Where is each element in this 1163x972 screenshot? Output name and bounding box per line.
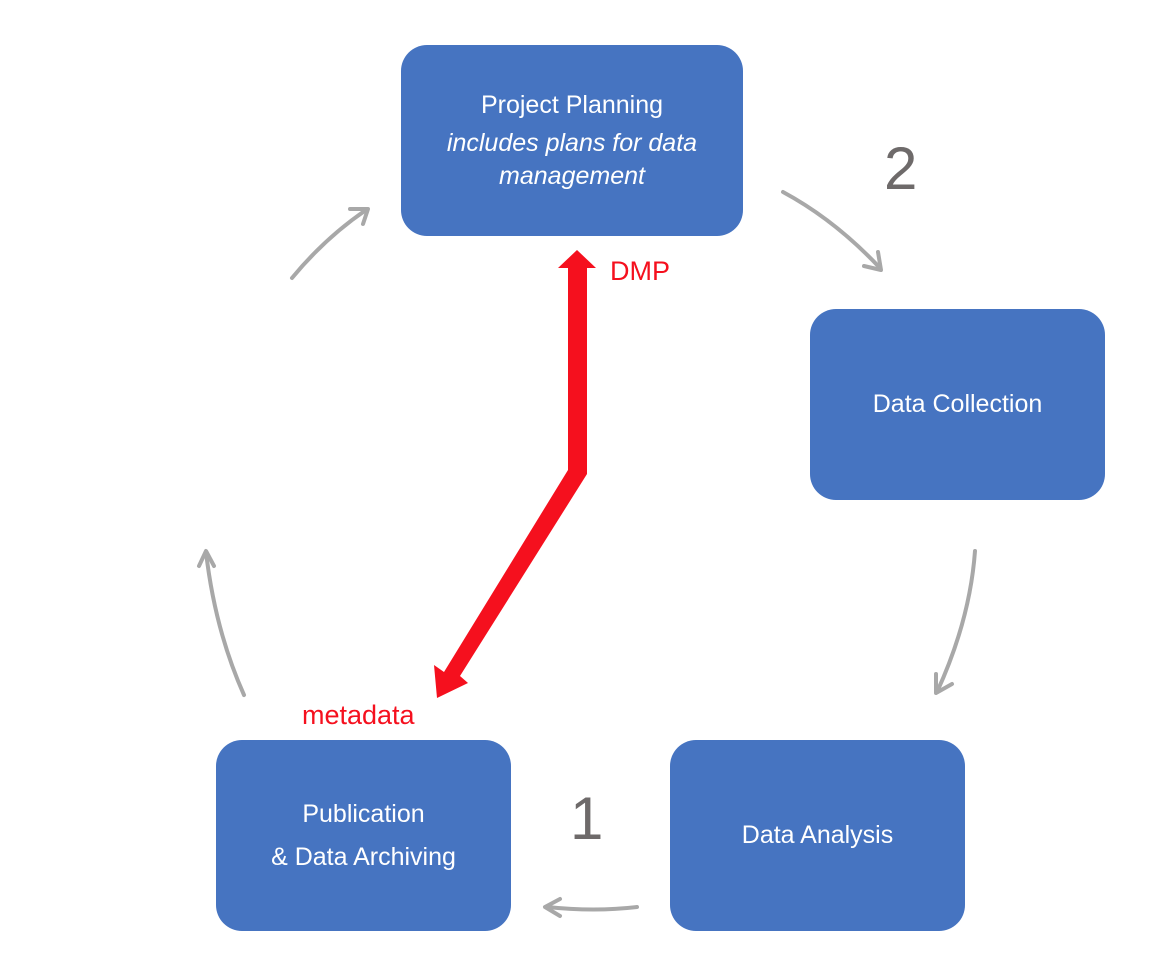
arrow-publication-to-planning-upper — [290, 207, 370, 280]
node-title: Data Collection — [872, 390, 1043, 419]
arrow-publication-to-planning — [197, 549, 246, 697]
dmp-arrow — [558, 250, 596, 465]
step-number-2: 2 — [884, 135, 918, 202]
node-title: Project Planning — [480, 90, 664, 119]
node-publication-archiving: Publication & Data Archiving — [216, 740, 511, 931]
node-data-analysis: Data Analysis — [670, 740, 965, 931]
metadata-label: metadata — [302, 700, 415, 730]
metadata-arrow — [434, 465, 587, 698]
node-project-planning: Project Planning includes plans for data… — [401, 45, 743, 236]
node-subtitle: includes plans for data management — [446, 129, 698, 190]
node-title: Data Analysis — [741, 821, 894, 850]
arrow-analysis-to-publication — [543, 897, 639, 918]
arrow-collection-to-analysis — [934, 549, 977, 695]
dmp-label: DMP — [610, 256, 670, 286]
node-title-line2: & Data Archiving — [271, 842, 456, 871]
step-number-1: 1 — [570, 785, 604, 852]
node-title: Publication — [302, 800, 425, 828]
node-data-collection: Data Collection — [810, 309, 1105, 500]
arrow-planning-to-collection — [781, 190, 883, 272]
